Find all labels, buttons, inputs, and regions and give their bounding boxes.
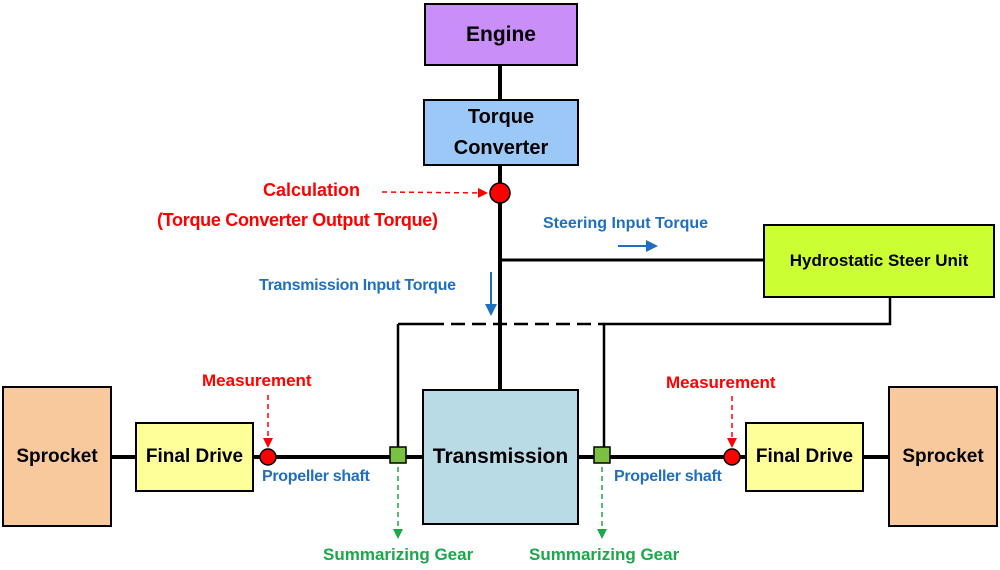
sprocket-right-block: Sprocket — [888, 386, 998, 527]
measurement-point-right — [723, 448, 741, 466]
steer-output-line-right — [602, 297, 892, 453]
sprocket-left-label: Sprocket — [16, 445, 98, 467]
calculation-detail-label: (Torque Converter Output Torque) — [157, 210, 438, 230]
final-drive-right-label: Final Drive — [755, 446, 854, 467]
measurement-left-label: Measurement — [202, 371, 312, 390]
summarizing-gear-left-label: Summarizing Gear — [323, 545, 474, 564]
propeller-shaft-right-label: Propeller shaft — [614, 468, 722, 485]
calculation-arrow — [381, 187, 488, 198]
summarizing-gear-right-label: Summarizing Gear — [529, 545, 680, 564]
steer-unit-label: Hydrostatic Steer Unit — [789, 251, 969, 270]
propeller-shaft-left-label: Propeller shaft — [262, 468, 370, 485]
hydrostatic-steer-unit-block: Hydrostatic Steer Unit — [763, 224, 995, 298]
transmission-label: Transmission — [432, 445, 569, 468]
torque-converter-block: Torque Converter — [423, 99, 579, 166]
measurement-right-label: Measurement — [666, 373, 776, 392]
transmission-input-torque-label: Transmission Input Torque — [259, 277, 456, 294]
transmission-block: Transmission — [422, 389, 579, 525]
torque-converter-label-line1: Torque — [467, 105, 535, 128]
sprocket-right-label: Sprocket — [902, 445, 984, 467]
engine-label: Engine — [465, 22, 536, 46]
final-drive-right-block: Final Drive — [745, 422, 864, 492]
calculation-label: Calculation — [263, 180, 361, 200]
final-drive-left-label: Final Drive — [145, 446, 244, 467]
torque-converter-label-line2: Converter — [453, 136, 549, 159]
sprocket-left-block: Sprocket — [2, 386, 112, 527]
summarizing-gear-right — [593, 446, 611, 464]
measurement-point-left — [259, 448, 277, 466]
steering-input-torque-label: Steering Input Torque — [543, 215, 709, 232]
engine-block: Engine — [424, 3, 578, 66]
summarizing-gear-left — [389, 446, 407, 464]
calculation-point — [489, 182, 511, 204]
final-drive-left-block: Final Drive — [135, 422, 254, 492]
